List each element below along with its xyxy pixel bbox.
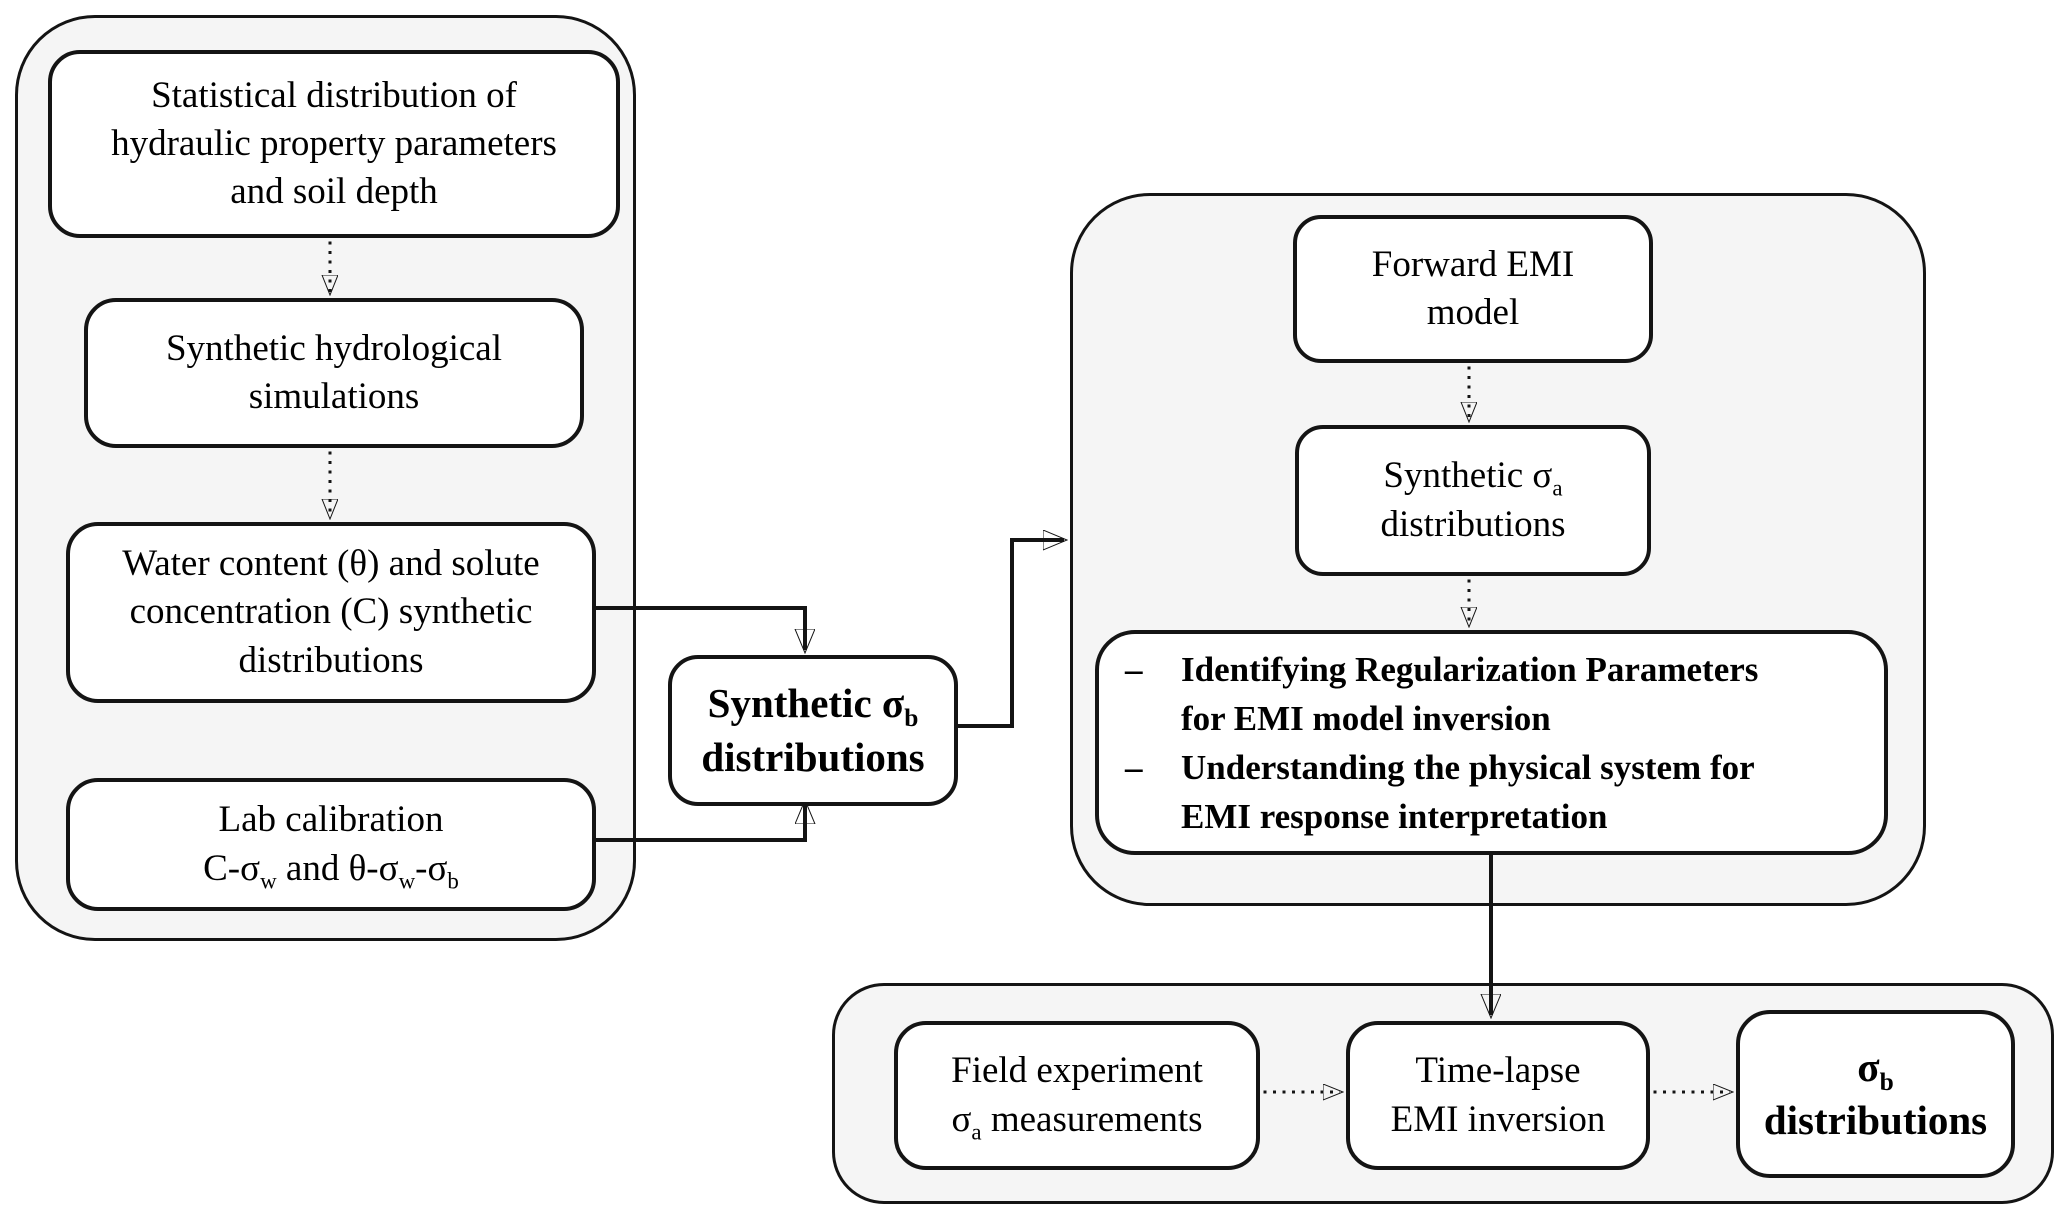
node-lab-calibration: Lab calibration C-σw and θ-σw-σb bbox=[66, 778, 596, 911]
outcome-item-physical-system: – Understanding the physical system for … bbox=[1125, 743, 1874, 841]
node-synthetic-sigma-a: Synthetic σa distributions bbox=[1295, 425, 1651, 576]
bullet-dash: – bbox=[1125, 649, 1143, 689]
field-experiment-line2: σa measurements bbox=[951, 1098, 1203, 1144]
node-forward-emi-model: Forward EMI model bbox=[1293, 215, 1653, 363]
node-synthetic-hydrological-simulations: Synthetic hydrological simulations bbox=[84, 298, 584, 448]
node-statistical-distribution: Statistical distribution of hydraulic pr… bbox=[48, 50, 620, 238]
lab-calibration-formula: C-σw and θ-σw-σb bbox=[203, 847, 459, 893]
arrow-sigma-b-to-emi-group bbox=[950, 540, 1064, 728]
sigma-b-dist-line1: σb bbox=[1857, 1043, 1894, 1096]
node-time-lapse-emi-inversion: Time-lapse EMI inversion bbox=[1346, 1021, 1650, 1170]
node-sigma-b-distributions: σb distributions bbox=[1736, 1010, 2015, 1178]
bullet-dash: – bbox=[1125, 747, 1143, 787]
node-analysis-outcomes: – Identifying Regularization Parameters … bbox=[1095, 630, 1888, 855]
synthetic-sigma-a-line1: Synthetic σa bbox=[1383, 455, 1563, 501]
outcome-item-regularization: – Identifying Regularization Parameters … bbox=[1125, 645, 1874, 743]
synthetic-sigma-b-line1: Synthetic σb bbox=[707, 680, 919, 733]
node-water-content-solute: Water content (θ) and solute concentrati… bbox=[66, 522, 596, 703]
node-field-experiment: Field experiment σa measurements bbox=[894, 1021, 1260, 1170]
node-synthetic-sigma-b: Synthetic σb distributions bbox=[668, 655, 958, 806]
